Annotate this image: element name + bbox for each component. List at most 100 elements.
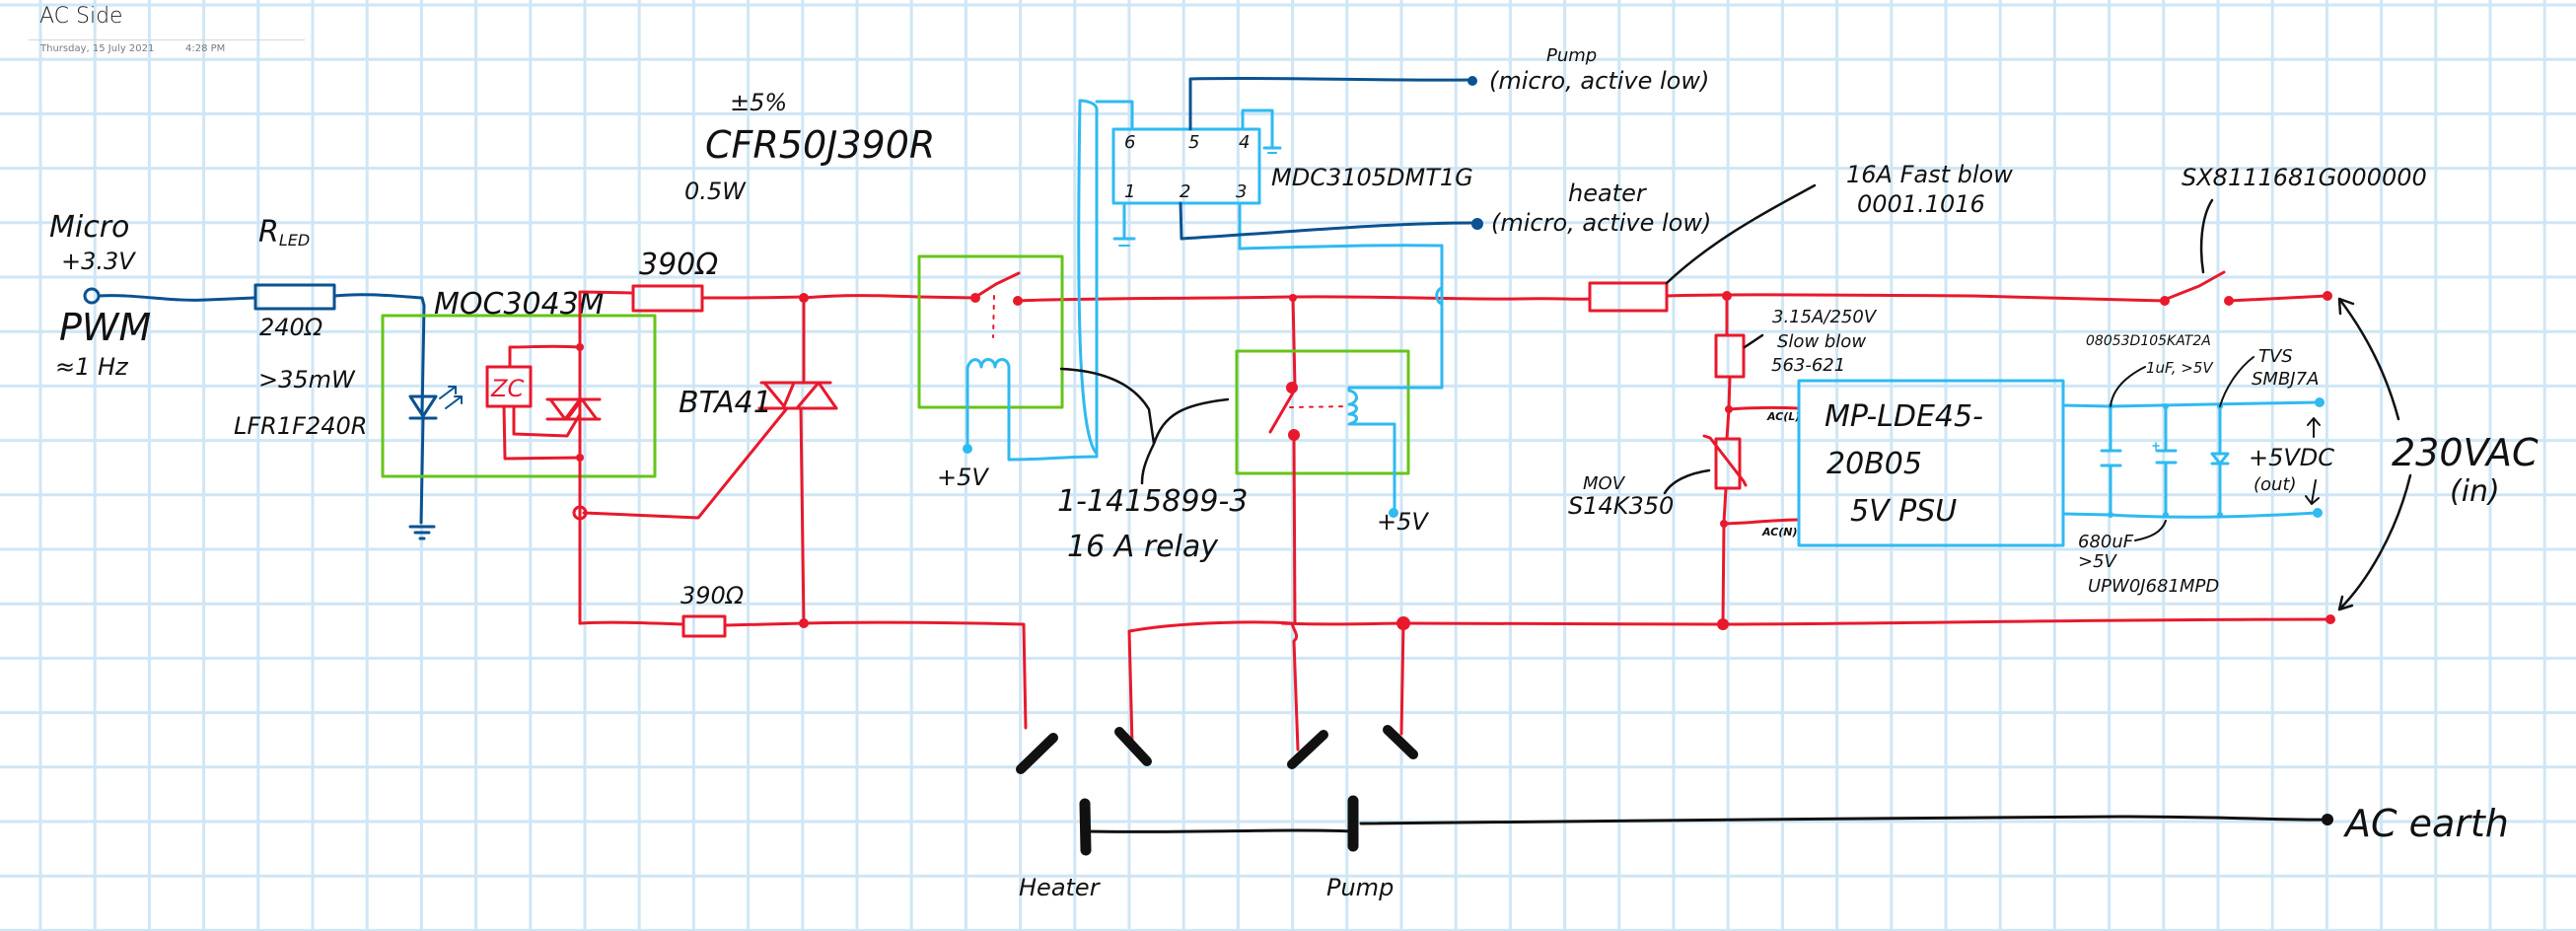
pump-connector[interactable] [1287, 725, 1418, 852]
label-optotriac: MOC3043M [434, 287, 605, 322]
live-rail-segment-4 [2227, 294, 2329, 303]
dc-negative-rail [2061, 511, 2320, 519]
driver-pin-labels: 6 5 4 1 2 3 [1124, 132, 1250, 202]
dc-positive-rail [2061, 400, 2320, 408]
power-switch[interactable] [2160, 270, 2332, 306]
psu-module[interactable] [1797, 379, 2065, 547]
label-cap1-part: 08053D105KAT2A [2086, 333, 2211, 349]
label-driver-part: MDC3105DMT1G [1271, 164, 1473, 191]
pump-relay-coil [1347, 245, 1444, 518]
live-rail-segment-1 [802, 294, 977, 300]
label-pump-load: Pump [1326, 874, 1394, 901]
pin-5-label: 5 [1188, 132, 1199, 153]
switch-leader [2199, 198, 2214, 274]
moc3043m-module-box[interactable] [381, 314, 657, 478]
led-return-wire [419, 416, 425, 525]
live-rail-segment-3 [1665, 293, 2167, 303]
led-feed-wire [332, 293, 426, 416]
live-rail-segment-2 [1016, 295, 1592, 303]
zero-cross-detector [485, 365, 533, 408]
pump-signal-wire [1188, 76, 1473, 131]
led-icon [408, 394, 438, 418]
micro-pwm-input [83, 283, 463, 540]
earth-wire [1359, 815, 2329, 825]
arrow-to-live-icon [2337, 297, 2400, 421]
label-tvs-part: SMBJ7A [2252, 369, 2319, 390]
relay-driver-ic[interactable] [1111, 127, 1261, 205]
heater-relay-coil [963, 99, 1099, 462]
dc-output-network [2061, 356, 2325, 541]
ac-neutral-terminal[interactable] [2326, 614, 2335, 624]
label-r-led-value: 240Ω [259, 314, 323, 341]
label-r-gate-power: 0.5W [684, 178, 747, 205]
arrow-up-icon [2307, 417, 2321, 438]
pump-relay-contacts [1268, 382, 1349, 625]
relay1-supply-terminal [963, 444, 972, 454]
label-relay2-supply: +5V [1377, 508, 1429, 536]
label-r-gate-part: CFR50J390R [705, 123, 935, 167]
label-r-led-part: LFR1F240R [234, 412, 367, 440]
label-psu-fuse-type: Slow blow [1777, 331, 1866, 352]
pin-1-label: 1 [1124, 181, 1135, 202]
pwm-wire [97, 294, 256, 302]
label-psu-fuse-part: 563-621 [1771, 355, 1845, 376]
label-r-gate-value: 390Ω [639, 248, 718, 282]
label-main-fuse-desc: 16A Fast blow [1846, 161, 2013, 188]
label-cap2-voltage: >5V [2078, 551, 2118, 572]
label-relay-desc: 16 A relay [1067, 530, 1219, 564]
label-ac-in-sub: (in) [2450, 474, 2500, 509]
pump-relay-box[interactable] [1235, 349, 1410, 475]
label-heater-signal-desc: (micro, active low) [1491, 209, 1711, 237]
mov-varistor [1714, 437, 1742, 490]
ac-earth-terminal[interactable] [2322, 814, 2333, 825]
pump-signal-terminal[interactable] [1467, 76, 1477, 86]
arrow-down-icon [2305, 479, 2320, 505]
relay-label-leader [1059, 367, 1230, 485]
label-cap2-part: UPW0J681MPD [2088, 576, 2219, 597]
label-ac-in: 230VAC [2392, 431, 2539, 474]
label-r-led-power: >35mW [258, 366, 356, 394]
label-heater-signal-title: heater [1568, 179, 1648, 207]
ac-live-terminal[interactable] [2323, 291, 2332, 301]
heater-signal-terminal[interactable] [1471, 218, 1483, 230]
heater-signal-wire [1179, 201, 1478, 241]
label-psu-line1: MP-LDE45- [1825, 399, 1983, 434]
neutral-rail [1280, 617, 2332, 626]
label-triac: BTA41 [679, 386, 772, 420]
label-cap2-value: 680uF [2078, 532, 2134, 552]
label-psu-line2: 20B05 [1826, 447, 1922, 481]
psu-fuse [1714, 333, 1746, 379]
title-divider [29, 39, 305, 40]
label-psu-line3: 5V PSU [1850, 494, 1957, 529]
r-gate-resistor [631, 284, 704, 313]
triac-gate-wire [582, 406, 789, 520]
label-micro: Micro [49, 210, 129, 245]
label-micro-voltage: +3.3V [61, 248, 136, 275]
label-mov-part: S14K350 [1568, 492, 1674, 520]
pin-2-label: 2 [1180, 181, 1190, 202]
page-time: 4:28 PM [185, 43, 226, 54]
tvs-diode-icon [2210, 404, 2230, 517]
heater-connector[interactable] [1016, 727, 1152, 856]
label-dc-out-sub: (out) [2254, 474, 2297, 495]
label-heater-load: Heater [1019, 874, 1102, 901]
pwm-input-terminal[interactable] [83, 287, 101, 305]
dc-negative-terminal[interactable] [2313, 508, 2323, 518]
label-pump-signal-title: Pump [1546, 45, 1597, 66]
pump-live-wire [1127, 620, 1300, 752]
label-dc-out: +5VDC [2249, 444, 2334, 471]
capacitor-ceramic-icon [2100, 404, 2122, 517]
label-main-fuse-part: 0001.1016 [1857, 190, 1985, 218]
page-title[interactable]: AC Side [39, 4, 123, 29]
label-zc: ZC [490, 375, 524, 402]
r-snubber-resistor [681, 614, 727, 638]
label-mov: MOV [1583, 473, 1626, 494]
label-relay1-supply: +5V [937, 464, 989, 491]
dc-positive-terminal[interactable] [2315, 397, 2325, 407]
label-switch-part: SX8111681G000000 [2182, 164, 2427, 191]
driver-wiring [1095, 76, 1483, 310]
heater-relay-box[interactable] [917, 254, 1064, 409]
triac-stage [572, 284, 838, 638]
